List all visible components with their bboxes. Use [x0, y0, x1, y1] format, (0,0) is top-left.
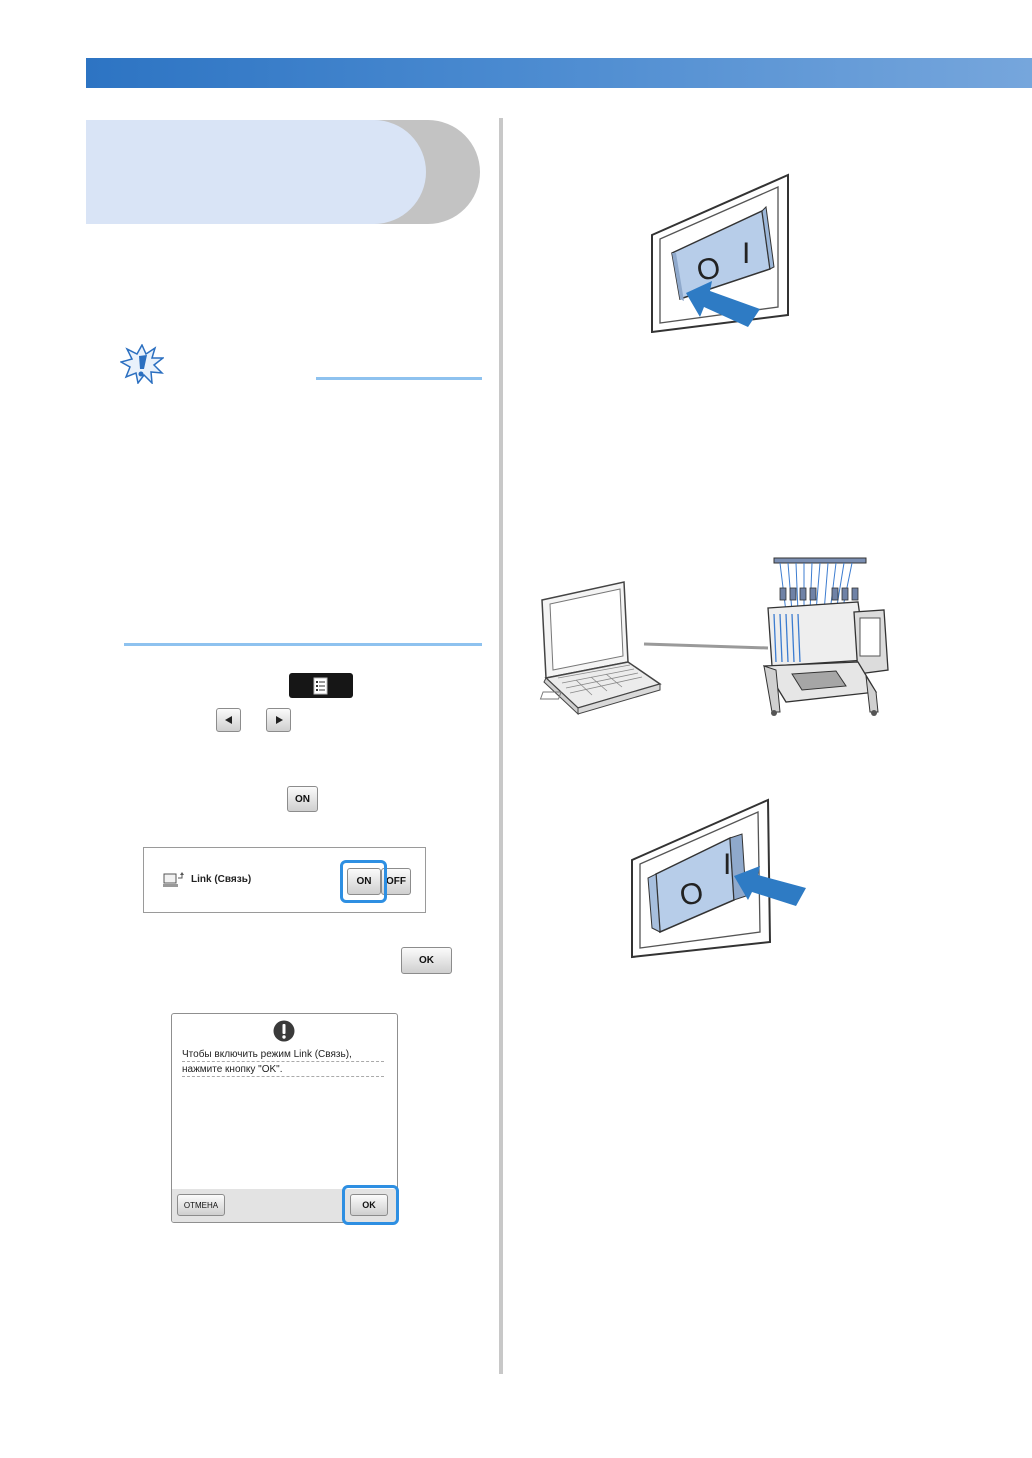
switch-on-glyph: I	[742, 237, 751, 270]
computer-machine-connection-illustration	[536, 552, 926, 717]
link-computer-icon	[163, 872, 185, 888]
push-arrow-icon-2	[734, 866, 806, 906]
dialog-message-line-2: нажмите кнопку "OK".	[182, 1064, 384, 1077]
dialog-footer: ОТМЕНА OK	[172, 1189, 397, 1222]
settings-list-icon	[313, 677, 328, 694]
dialog-ok-highlight	[342, 1185, 399, 1225]
on-button[interactable]: ON	[287, 786, 318, 812]
on-button-highlight	[340, 860, 387, 903]
power-switch-off-illustration: O I	[650, 173, 800, 334]
dialog-ok-button[interactable]: OK	[350, 1194, 388, 1216]
triangle-left-icon	[224, 716, 232, 724]
next-page-button[interactable]	[266, 708, 291, 732]
header-bar	[86, 58, 1032, 88]
switch-on-glyph-2: I	[723, 848, 732, 881]
dialog-message-line-1: Чтобы включить режим Link (Связь),	[182, 1049, 384, 1062]
link-setting-panel: Link (Связь) OFF ON	[143, 847, 426, 913]
push-arrow-icon	[686, 281, 760, 327]
ok-button[interactable]: OK	[401, 947, 452, 974]
column-divider	[499, 118, 503, 1374]
note-divider-top	[316, 377, 482, 380]
section-title-block	[86, 120, 486, 224]
note-divider-bottom	[124, 643, 482, 646]
prev-page-button[interactable]	[216, 708, 241, 732]
link-confirm-dialog: Чтобы включить режим Link (Связь), нажми…	[171, 1013, 398, 1223]
power-switch-on-illustration: O I	[630, 798, 810, 960]
warning-icon	[273, 1020, 295, 1042]
note-icon	[119, 343, 166, 385]
link-setting-label: Link (Связь)	[191, 874, 252, 885]
dialog-cancel-button[interactable]: ОТМЕНА	[177, 1194, 225, 1216]
settings-button[interactable]	[289, 673, 353, 698]
link-on-button[interactable]: ON	[347, 868, 381, 895]
triangle-right-icon	[275, 716, 283, 724]
